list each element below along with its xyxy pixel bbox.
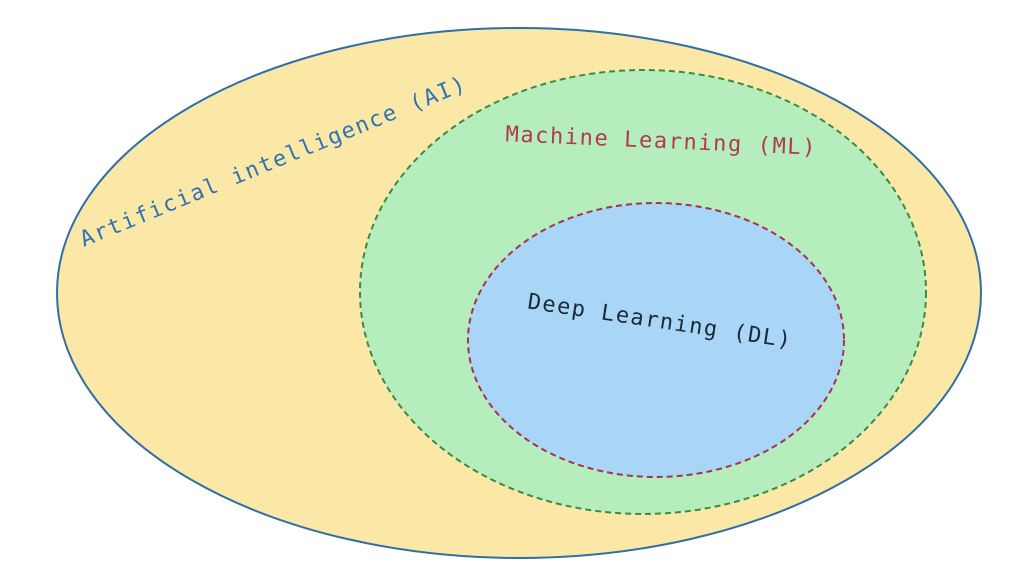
dl-ellipse	[467, 202, 845, 478]
